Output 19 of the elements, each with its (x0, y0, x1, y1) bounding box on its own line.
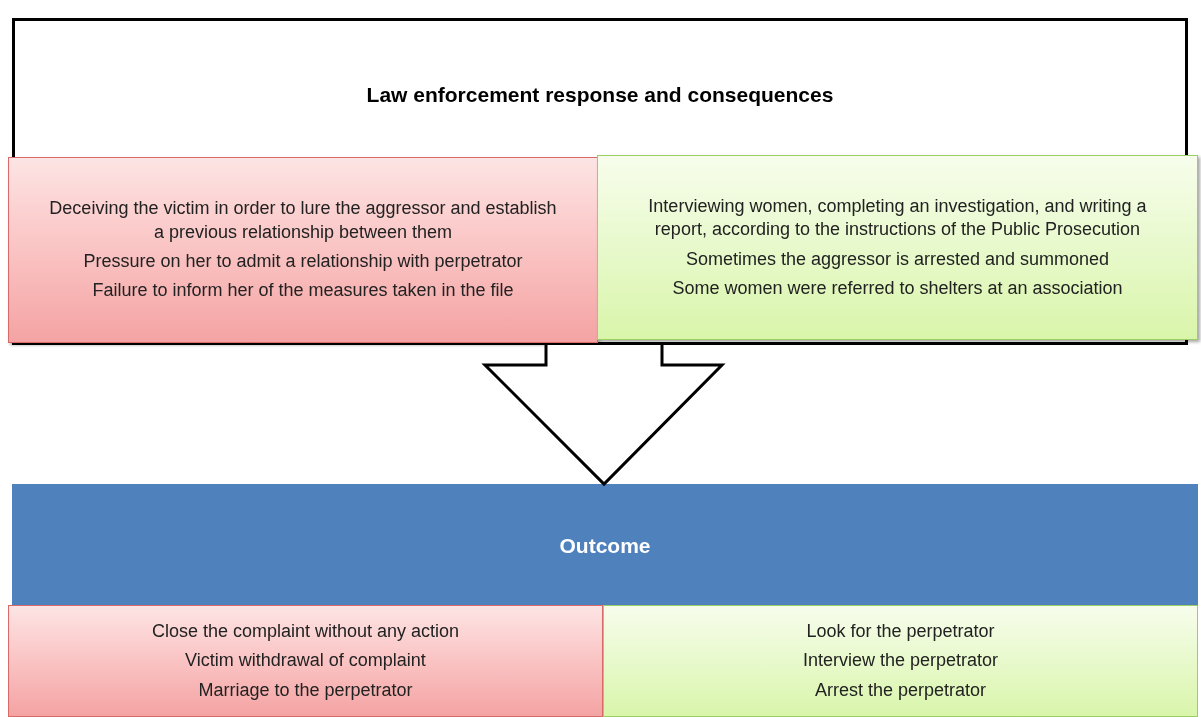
list-item: Arrest the perpetrator (814, 678, 987, 702)
list-item: Close the complaint without any action (151, 619, 460, 643)
list-item: Deceiving the victim in order to lure the aggressor and establish a previous relationship between them (48, 197, 558, 244)
action-box (597, 155, 1198, 340)
list-item: Victim withdrawal of complaint (185, 649, 426, 673)
negative-outcome-box (8, 605, 603, 717)
block-arrow (481, 343, 726, 487)
heading: Outcome (559, 533, 651, 559)
list-item: Interviewing women, completing an investigation, and writing a report, according to the instructions of the Public Prosecution (647, 194, 1148, 242)
list-item: Marriage to the perpetrator (198, 678, 413, 702)
list-item: Failure to inform her of the measures taken in the file (92, 279, 514, 303)
problem-box (8, 157, 598, 343)
list-item: Look for the perpetrator (806, 619, 995, 643)
positive-outcome-box (603, 605, 1198, 717)
heading: Law enforcement response and consequences (366, 82, 834, 108)
list-item: Interview the perpetrator (802, 649, 999, 673)
list-item: Some women were referred to shelters at an association (672, 276, 1123, 300)
list-item: Pressure on her to admit a relationship with perpetrator (83, 250, 523, 273)
list-item: Sometimes the aggressor is arrested and summoned (685, 247, 1110, 271)
